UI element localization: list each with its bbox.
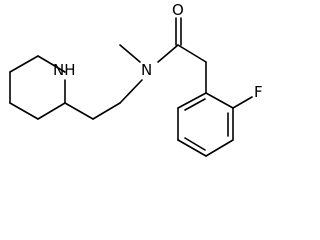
aromatic-double-bond	[184, 98, 206, 111]
n-methyl-bond	[119, 44, 141, 63]
bond	[119, 79, 143, 104]
atom-label-o: O	[172, 1, 184, 19]
amide-bond	[157, 44, 179, 63]
atom-label-nh: NH	[53, 61, 76, 79]
aromatic-double-bond	[184, 137, 206, 151]
ethyl-linker	[64, 79, 143, 120]
c-f-bond	[232, 96, 253, 109]
bond	[177, 44, 207, 63]
bond	[37, 55, 66, 73]
atom-label-n: N	[141, 61, 152, 79]
piperidine-ring	[9, 55, 66, 120]
bond	[205, 139, 234, 157]
bond	[177, 139, 207, 157]
bond	[64, 102, 94, 120]
bond	[92, 102, 121, 120]
benzene-ring	[177, 92, 234, 157]
bond	[9, 102, 39, 120]
bond	[177, 92, 207, 109]
bond	[205, 92, 234, 109]
bond	[9, 55, 39, 73]
chemical-structure-diagram: NH N O F	[9, 1, 263, 157]
bond	[37, 102, 66, 120]
atom-label-f: F	[254, 83, 263, 101]
